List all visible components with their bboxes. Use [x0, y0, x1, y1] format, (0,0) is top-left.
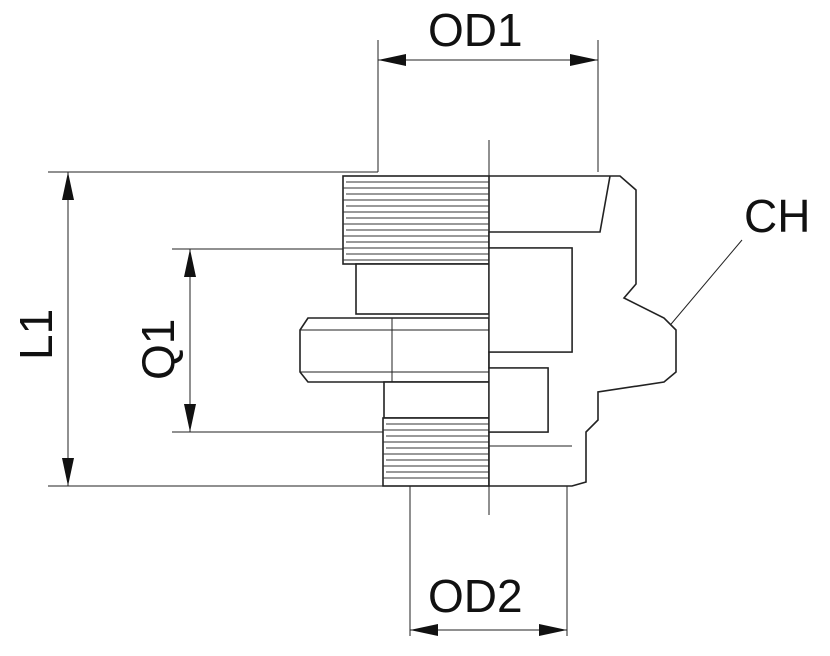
ch-label: CH — [744, 190, 810, 242]
q1-arrow-top — [184, 249, 196, 277]
l1-arrow-top — [62, 172, 74, 200]
od1-arrow-right — [570, 54, 598, 66]
q1-arrow-bottom — [184, 404, 196, 432]
od2-arrow-right — [539, 624, 567, 636]
l1-arrow-bottom — [62, 458, 74, 486]
dimension-od1 — [378, 54, 598, 66]
lower-thread — [383, 423, 489, 479]
q1-label: Q1 — [132, 319, 184, 380]
upper-thread — [343, 181, 489, 261]
dimension-od2 — [410, 624, 567, 636]
od1-label: OD1 — [428, 4, 523, 56]
od1-arrow-left — [378, 54, 406, 66]
od2-arrow-left — [410, 624, 438, 636]
od2-label: OD2 — [428, 570, 523, 622]
dimension-l1 — [62, 172, 74, 486]
l1-label: L1 — [10, 309, 62, 360]
dimension-q1 — [184, 249, 196, 432]
fitting-exterior-view — [299, 175, 490, 487]
fitting-section-view — [488, 175, 677, 487]
